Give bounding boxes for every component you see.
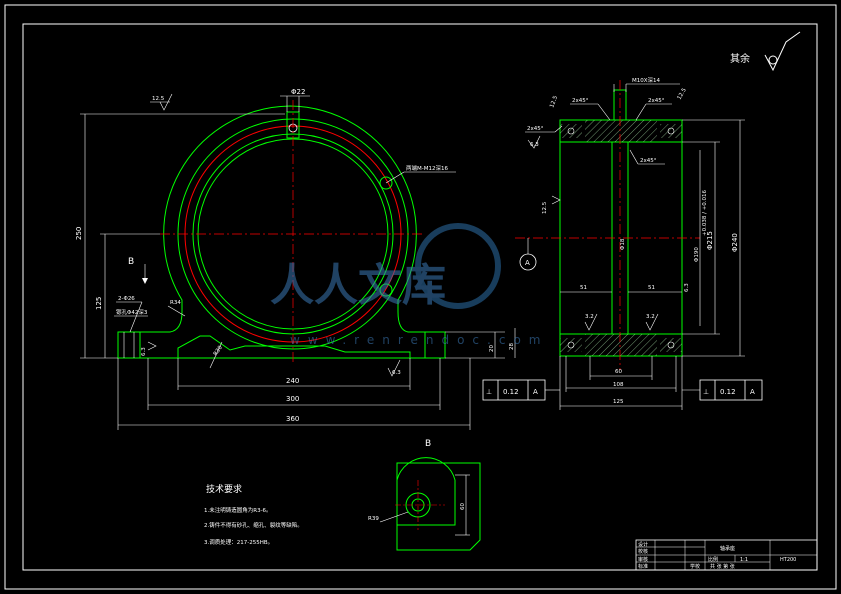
svg-text:审核: 审核 (638, 556, 648, 563)
svg-text:共 张 第 张: 共 张 第 张 (710, 563, 735, 570)
svg-text:12.5: 12.5 (542, 201, 548, 214)
tolerance-frame-left: ⊥ 0.12 A (482, 379, 560, 401)
svg-text:R30: R30 (213, 344, 224, 357)
svg-text:12.5: 12.5 (677, 87, 689, 101)
svg-text:+0.038 / +0.016: +0.038 / +0.016 (702, 189, 708, 236)
svg-text:3.2: 3.2 (585, 314, 594, 320)
svg-text:B: B (425, 439, 431, 449)
svg-text:Φ215: Φ215 (706, 231, 714, 250)
svg-text:2-Φ26: 2-Φ26 (118, 296, 135, 302)
svg-text:6.3: 6.3 (141, 347, 147, 356)
svg-text:R34: R34 (170, 300, 181, 306)
svg-text:设计: 设计 (638, 541, 648, 548)
svg-text:人人文库: 人人文库 (270, 260, 446, 311)
svg-text:标准: 标准 (638, 563, 648, 570)
tolerance-frame-right: ⊥ 0.12 A (682, 379, 763, 401)
svg-text:1.未注明铸造圆角为R3-6。: 1.未注明铸造圆角为R3-6。 (204, 506, 272, 514)
svg-text:校核: 校核 (638, 548, 648, 555)
svg-text:6.3: 6.3 (530, 142, 539, 148)
svg-text:A: A (750, 388, 755, 396)
outer-frame (4, 4, 837, 590)
svg-text:250: 250 (75, 227, 83, 240)
svg-text:125: 125 (613, 399, 624, 405)
svg-text:3.2: 3.2 (646, 314, 655, 320)
svg-text:锪孔Φ42深3: 锪孔Φ42深3 (116, 308, 148, 316)
tech-requirements: 技术要求 1.未注明铸造圆角为R3-6。 2.铸件不得有砂孔、缩孔、裂纹等缺陷。… (204, 483, 303, 546)
svg-text:Φ18: Φ18 (620, 238, 626, 250)
svg-text:www.renrendoc.com: www.renrendoc.com (290, 333, 548, 347)
svg-text:其余: 其余 (730, 52, 750, 65)
svg-text:12.5: 12.5 (152, 96, 165, 102)
svg-text:0.12: 0.12 (503, 388, 519, 396)
corner-roughness: 其余 (730, 31, 801, 72)
svg-text:2.铸件不得有砂孔、缩孔、裂纹等缺陷。: 2.铸件不得有砂孔、缩孔、裂纹等缺陷。 (204, 521, 303, 529)
svg-text:HT200: HT200 (780, 557, 796, 563)
svg-text:3.调质处理：217-255HB。: 3.调质处理：217-255HB。 (204, 538, 273, 546)
svg-text:R39: R39 (368, 516, 379, 522)
svg-text:51: 51 (580, 285, 587, 291)
svg-text:Φ240: Φ240 (731, 233, 739, 252)
svg-text:轴承座: 轴承座 (720, 545, 735, 552)
front-view: 250 125 Φ22 12.5 两端M-M12深16 B 2-Φ26 锪孔Φ4… (75, 88, 516, 430)
svg-text:6.3: 6.3 (684, 283, 690, 292)
svg-text:A: A (533, 388, 538, 396)
svg-text:2x45°: 2x45° (640, 158, 657, 164)
svg-text:2x45°: 2x45° (572, 98, 589, 104)
title-block: 设计 校核 审核 标准 轴承座 比例 1:1 HT200 共 张 第 张 学校 (635, 539, 818, 571)
svg-text:2x45°: 2x45° (527, 126, 544, 132)
svg-text:300: 300 (286, 395, 299, 403)
svg-text:技术要求: 技术要求 (206, 483, 242, 495)
detail-b: B 60 R39 (368, 439, 481, 551)
svg-text:比例: 比例 (708, 556, 718, 563)
svg-text:Φ22: Φ22 (291, 88, 305, 96)
svg-text:125: 125 (95, 297, 103, 310)
watermark: 人人文库 www.renrendoc.com (270, 223, 548, 347)
svg-text:0.12: 0.12 (720, 388, 736, 396)
svg-text:A: A (525, 259, 530, 267)
svg-text:360: 360 (286, 415, 299, 423)
svg-text:240: 240 (286, 377, 299, 385)
svg-text:M10X深14: M10X深14 (632, 76, 661, 84)
svg-text:学校: 学校 (690, 563, 700, 570)
svg-text:12.5: 12.5 (549, 95, 559, 109)
svg-text:20: 20 (489, 345, 495, 352)
svg-text:60: 60 (460, 503, 466, 510)
svg-text:108: 108 (613, 382, 624, 388)
svg-text:⊥: ⊥ (703, 388, 709, 396)
svg-text:Φ190: Φ190 (694, 247, 700, 262)
svg-text:2x45°: 2x45° (648, 98, 665, 104)
svg-text:6.3: 6.3 (392, 370, 401, 376)
svg-text:两端M-M12深16: 两端M-M12深16 (406, 164, 448, 172)
svg-text:1:1: 1:1 (740, 557, 748, 563)
side-view: M10X深14 2x45° 2x45° 2x45° 2x45° 12.5 6.3… (482, 76, 763, 410)
inner-frame (22, 23, 818, 571)
svg-text:B: B (128, 257, 134, 267)
svg-text:28: 28 (509, 343, 515, 350)
svg-text:⊥: ⊥ (486, 388, 492, 396)
svg-text:51: 51 (648, 285, 655, 291)
svg-text:60: 60 (615, 369, 622, 375)
